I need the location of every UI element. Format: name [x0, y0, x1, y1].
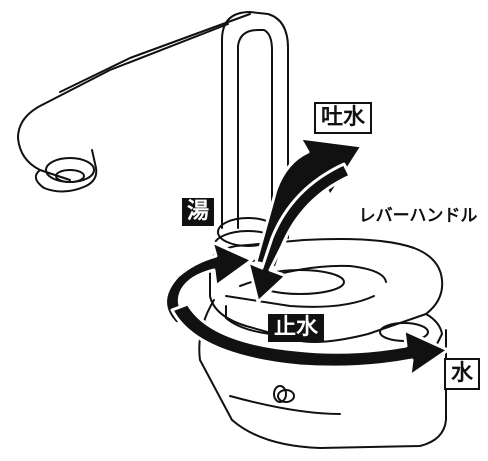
stop-arrow	[246, 162, 352, 304]
discharge-label: 吐水	[314, 102, 372, 134]
hot-arrow	[164, 240, 254, 326]
hot-label: 湯	[182, 198, 214, 226]
cold-arrow	[170, 302, 450, 378]
spout-nozzle	[34, 149, 98, 193]
lever-handle-label: レバーハンドル	[358, 206, 478, 226]
spout-arm	[17, 23, 229, 181]
stop-label: 止水	[268, 314, 324, 342]
cold-label: 水	[444, 358, 480, 390]
spout-tube	[221, 11, 289, 239]
lever-handle	[208, 238, 444, 343]
